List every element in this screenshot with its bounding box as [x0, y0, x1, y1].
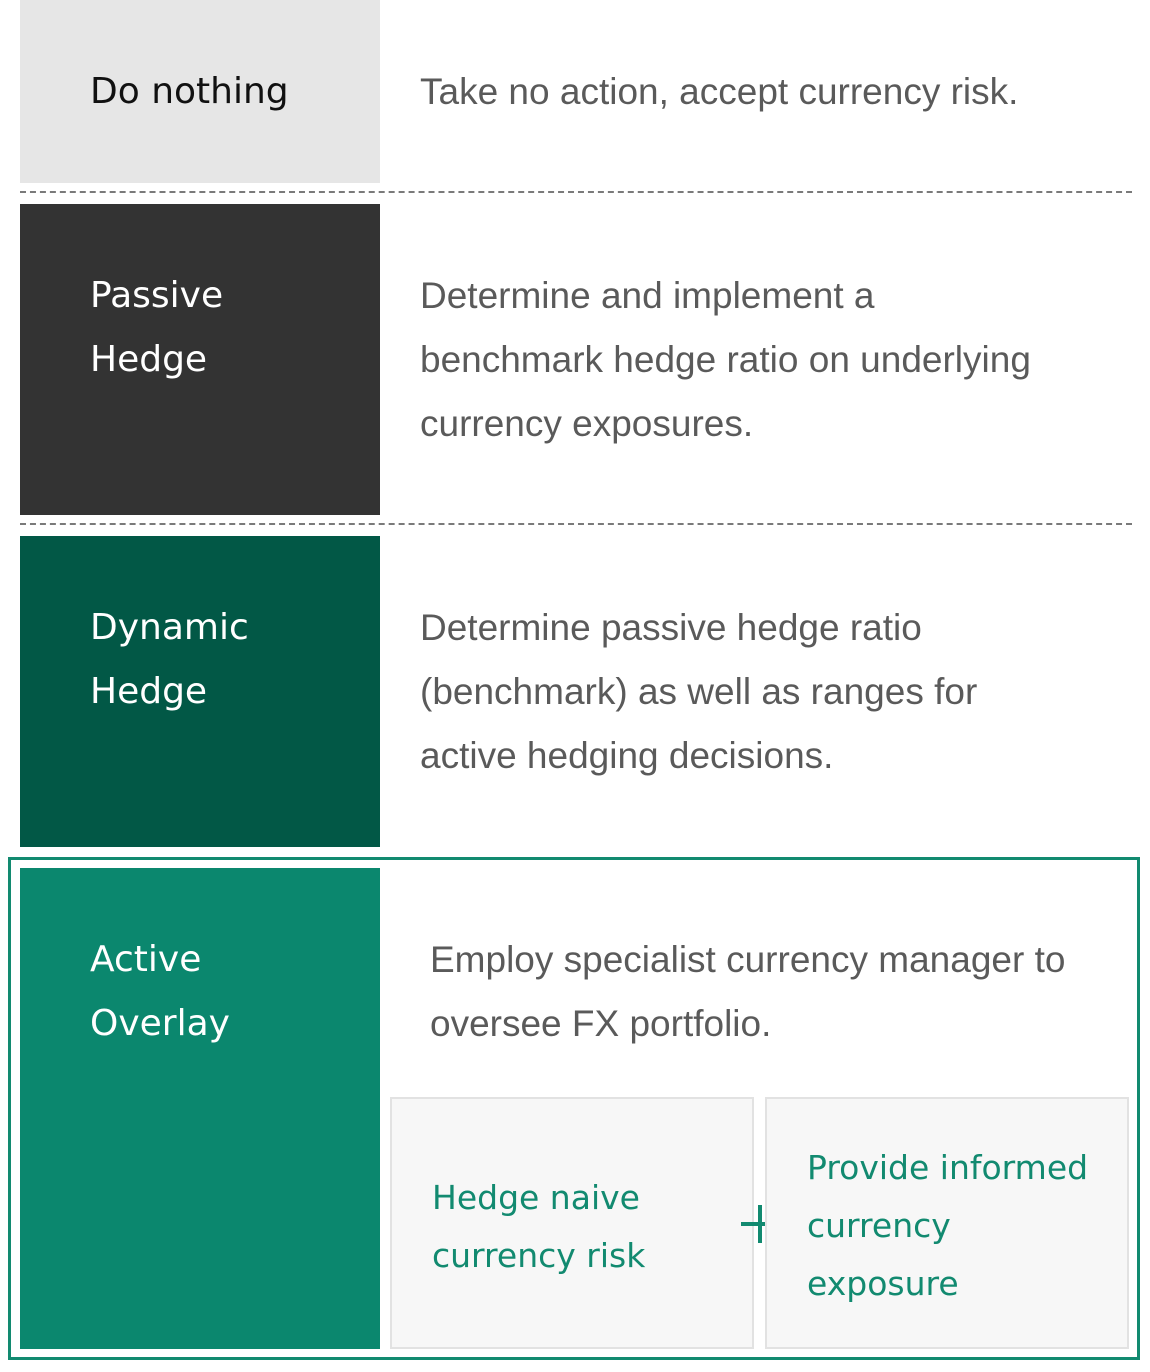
description-line: Determine and implement a	[420, 275, 875, 316]
label-line: Dynamic	[90, 607, 249, 648]
description-line: Take no action, accept currency risk.	[420, 71, 1019, 112]
active-overlay-frame	[8, 857, 1140, 1360]
description-line: oversee FX portfolio.	[430, 1003, 772, 1044]
plus-icon	[741, 1205, 779, 1243]
description-line: active hedging decisions.	[420, 735, 834, 776]
label-line: Passive	[90, 275, 224, 316]
strategy-description: Employ specialist currency manager to ov…	[430, 928, 1120, 1056]
label-line: Overlay	[90, 1003, 230, 1044]
strategy-label: Passive Hedge	[20, 204, 380, 515]
label-line: Active	[90, 939, 202, 980]
description-line: currency exposures.	[420, 403, 754, 444]
strategy-row-passive-hedge: Passive Hedge Determine and implement a …	[20, 204, 1130, 515]
component-line: currency	[807, 1206, 951, 1245]
strategy-description: Determine and implement a benchmark hedg…	[420, 264, 1120, 456]
component-line: exposure	[807, 1264, 959, 1303]
strategy-label: Dynamic Hedge	[20, 536, 380, 847]
label-line: Hedge	[90, 671, 208, 712]
description-line: Employ specialist currency manager to	[430, 939, 1066, 980]
strategy-description: Determine passive hedge ratio (benchmark…	[420, 596, 1120, 788]
strategy-description: Take no action, accept currency risk.	[420, 60, 1120, 124]
component-line: Provide informed	[807, 1148, 1089, 1187]
dashed-divider	[20, 523, 1132, 525]
description-line: (benchmark) as well as ranges for	[420, 671, 978, 712]
dashed-divider	[20, 191, 1132, 193]
label-line: Do nothing	[90, 71, 289, 112]
description-line: Determine passive hedge ratio	[420, 607, 922, 648]
strategy-label: Do nothing	[20, 0, 380, 183]
strategy-label: Active Overlay	[20, 868, 380, 1349]
strategy-row-do-nothing: Do nothing Take no action, accept curren…	[20, 0, 1130, 183]
component-box-informed-exposure: Provide informed currency exposure	[765, 1097, 1129, 1349]
component-line: currency risk	[432, 1236, 646, 1275]
component-box-hedge-naive: Hedge naive currency risk	[390, 1097, 754, 1349]
strategy-row-dynamic-hedge: Dynamic Hedge Determine passive hedge ra…	[20, 536, 1130, 847]
description-line: benchmark hedge ratio on underlying	[420, 339, 1031, 380]
strategy-row-active-overlay: Active Overlay Employ specialist currenc…	[20, 868, 1130, 1349]
label-line: Hedge	[90, 339, 208, 380]
component-line: Hedge naive	[432, 1178, 640, 1217]
